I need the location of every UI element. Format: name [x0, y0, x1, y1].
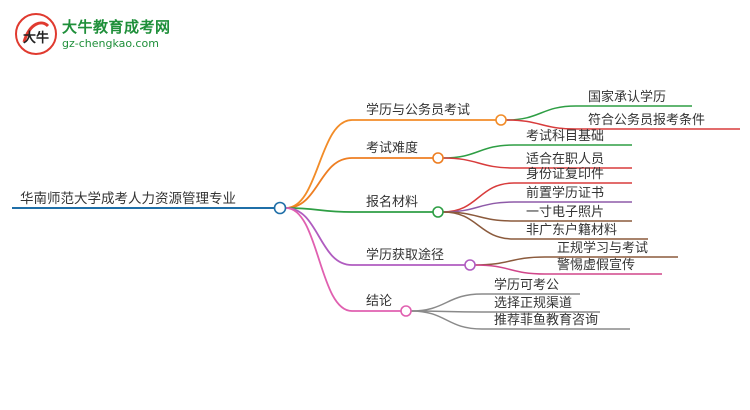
leaf-link-2-2	[442, 157, 515, 169]
leaf-link-5-1	[410, 293, 483, 312]
mind-map-nodes: 华南师范大学成考人力资源管理专业学历与公务员考试国家承认学历符合公务员报考条件考…	[20, 89, 705, 328]
branch-dot-5[interactable]	[400, 305, 412, 317]
logo-mark-text: 大牛	[23, 30, 49, 46]
branch-link-2	[285, 157, 353, 209]
mind-map-links	[12, 105, 740, 330]
root-node-dot[interactable]	[273, 201, 287, 215]
leaf-label-2-2: 适合在职人员	[526, 152, 604, 167]
branch-label-4: 学历获取途径	[366, 247, 444, 263]
branch-label-5: 结论	[366, 294, 392, 309]
leaf-label-5-3: 推荐菲鱼教育咨询	[494, 312, 598, 328]
leaf-label-3-4: 非广东户籍材料	[526, 222, 617, 238]
root-node-label: 华南师范大学成考人力资源管理专业	[20, 191, 236, 207]
branch-label-1: 学历与公务员考试	[366, 102, 470, 118]
leaf-link-4-1	[474, 256, 546, 266]
leaf-label-4-2: 警惕虚假宣传	[557, 257, 635, 273]
branch-link-1	[285, 119, 353, 209]
leaf-link-2-1	[442, 144, 515, 159]
branch-dot-2[interactable]	[432, 152, 444, 164]
leaf-label-5-1: 学历可考公	[494, 277, 559, 293]
leaf-link-4-2	[474, 264, 546, 275]
branch-link-4	[285, 207, 353, 266]
leaf-label-3-3: 一寸电子照片	[526, 205, 604, 220]
leaf-label-1-2: 符合公务员报考条件	[588, 112, 705, 128]
logo-site-url: gz-chengkao.com	[62, 37, 159, 50]
leaf-label-4-1: 正规学习与考试	[557, 240, 648, 256]
leaf-label-5-2: 选择正规渠道	[494, 296, 572, 311]
branch-link-3	[285, 207, 353, 213]
branch-dot-4[interactable]	[464, 259, 476, 271]
leaf-label-1-1: 国家承认学历	[588, 89, 666, 105]
leaf-label-3-1: 身份证复印件	[526, 166, 604, 182]
branch-dot-3[interactable]	[432, 206, 444, 218]
branch-dot-1[interactable]	[495, 114, 507, 126]
leaf-link-1-2	[505, 119, 577, 130]
site-logo[interactable]: 大牛 大牛教育成考网 gz-chengkao.com	[14, 12, 204, 56]
logo-brand-name: 大牛教育成考网	[62, 18, 171, 36]
branch-link-5	[285, 207, 353, 312]
logo-mark-icon: 大牛	[15, 13, 57, 55]
leaf-label-2-1: 考试科目基础	[526, 129, 604, 144]
leaf-label-3-2: 前置学历证书	[526, 185, 604, 201]
branch-label-2: 考试难度	[366, 140, 418, 156]
leaf-link-3-4	[442, 211, 515, 240]
branch-label-3: 报名材料	[366, 194, 418, 210]
leaf-link-1-1	[505, 105, 577, 121]
leaf-link-5-3	[410, 310, 483, 330]
